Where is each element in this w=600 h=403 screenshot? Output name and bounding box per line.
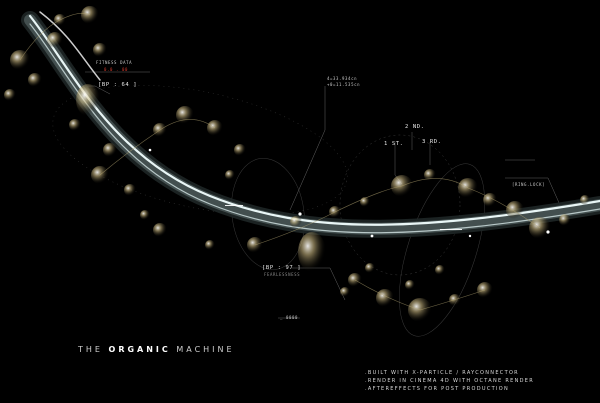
title-post: MACHINE — [176, 345, 235, 354]
credit-line: .RENDER IN CINEMA 4D WITH OCTANE RENDER — [365, 378, 535, 384]
credit-line: .BUILT WITH X-PARTICLE / RAYCONNECTOR — [365, 370, 519, 376]
glints — [148, 148, 550, 238]
credits-block: .BUILT WITH X-PARTICLE / RAYCONNECTOR .R… — [365, 369, 534, 393]
particle-threads — [19, 13, 541, 311]
title-pre: THE — [78, 345, 103, 354]
title-bold: ORGANIC — [108, 345, 171, 354]
end-label: _ 0000 — [280, 315, 299, 320]
bubble-strand — [4, 6, 590, 322]
tag-top: [BP : 64 ] — [98, 82, 138, 88]
coords-a: 4=33.934cn — [327, 76, 358, 81]
fitness-value: 0.0 . 00 — [104, 67, 129, 72]
ring-lock-label: [RING.LOCK] — [512, 182, 546, 187]
credit-line: .AFTEREFFECTS FOR POST PRODUCTION — [365, 386, 510, 392]
tag-mid-sub: FEARLESSNESS — [264, 272, 301, 277]
orbital-rings — [52, 85, 485, 337]
coords-b: +0=11.535cn — [327, 82, 361, 87]
glass-tube — [21, 11, 600, 238]
marker-1st: 1 ST. — [384, 141, 404, 147]
tag-mid: [BP : 97 ] — [262, 265, 302, 271]
marker-2nd: 2 ND. — [405, 124, 425, 130]
fitness-label: FITNESS DATA — [96, 60, 133, 65]
artwork-title: THE ORGANIC MACHINE — [78, 345, 235, 354]
marker-3rd: 3 RD. — [422, 139, 442, 145]
